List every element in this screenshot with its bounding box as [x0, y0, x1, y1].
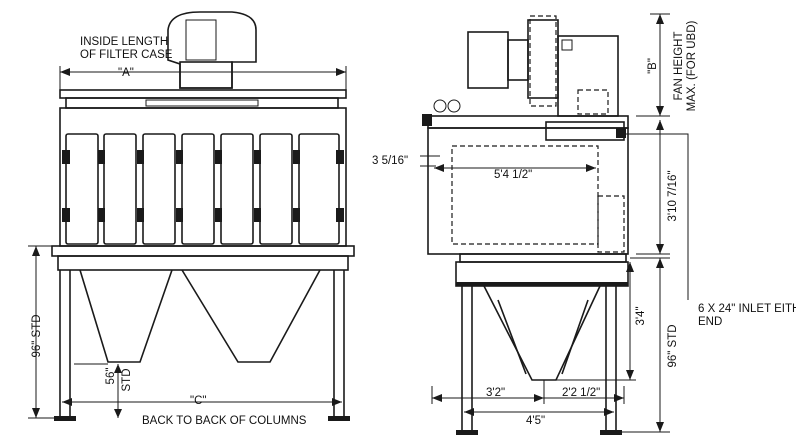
front-hopper-right — [181, 269, 321, 363]
inlet-label-2: END — [698, 316, 722, 328]
side-leg-right — [605, 286, 617, 432]
front-filter-case — [59, 107, 347, 247]
side-inlet-box — [545, 121, 625, 141]
front-height-label: 96" STD — [31, 314, 43, 357]
case-height-label: 3'10 7/16" — [667, 170, 679, 221]
front-title-line2: OF FILTER CASE — [80, 49, 173, 61]
side-leg-left — [461, 286, 473, 432]
dim-c-label: "C" — [190, 395, 206, 407]
front-view: INSIDE LENGTH OF FILTER CASE "A" "C" BAC… — [28, 11, 355, 427]
front-leg-right — [333, 270, 345, 418]
front-foot-right — [328, 416, 350, 421]
side-leg-height-label: 96" STD — [667, 324, 679, 367]
width-top-label: 5'4 1/2" — [494, 169, 532, 181]
side-fan-housing — [557, 35, 619, 117]
front-foot-left — [54, 416, 76, 421]
side-internal-cartridge — [451, 145, 599, 245]
side-gauge-2 — [447, 99, 461, 113]
base-left-label: 3'2" — [486, 387, 505, 399]
inlet-label-1: 6 X 24" INLET EITHER — [698, 303, 796, 315]
side-gauge-1 — [433, 99, 447, 113]
side-view: "B" FAN HEIGHT MAX. (FOR UBD) 3 5/16" 5'… — [372, 13, 796, 435]
side-hopper — [483, 285, 601, 381]
base-right-label: 2'2 1/2" — [562, 387, 600, 399]
front-plenum-panel — [145, 99, 259, 107]
front-filter-cartridges — [62, 133, 344, 245]
side-base-flange — [459, 253, 627, 263]
hopper-height-label-2: STD — [121, 369, 133, 392]
side-motor — [467, 31, 509, 89]
front-top-plate — [59, 89, 347, 99]
dim-b-label: "B" — [647, 58, 659, 74]
side-motor-coupling — [507, 39, 529, 81]
front-base-flange — [51, 245, 355, 257]
front-title-line1: INSIDE LENGTH — [80, 36, 168, 48]
back-to-back-label: BACK TO BACK OF COLUMNS — [142, 415, 307, 427]
front-hopper-top — [57, 255, 349, 271]
hopper-height-label-1: 56" — [105, 368, 117, 385]
dim-a-label: "A" — [118, 67, 134, 79]
fan-height-label-2: MAX. (FOR UBD) — [686, 20, 698, 111]
overall-label: 4'5" — [526, 415, 545, 427]
front-fan-duct — [179, 61, 233, 89]
side-fan-wheel — [527, 19, 559, 99]
fan-height-label-1: FAN HEIGHT — [673, 31, 685, 100]
front-fan-housing — [167, 11, 257, 89]
hopper-depth-label: 3'4" — [635, 306, 647, 325]
front-fan-inlet — [185, 19, 217, 61]
offset-label: 3 5/16" — [372, 155, 408, 167]
front-leg-left — [59, 270, 71, 418]
inlet-leader — [626, 133, 689, 300]
front-hopper-left — [79, 269, 173, 363]
